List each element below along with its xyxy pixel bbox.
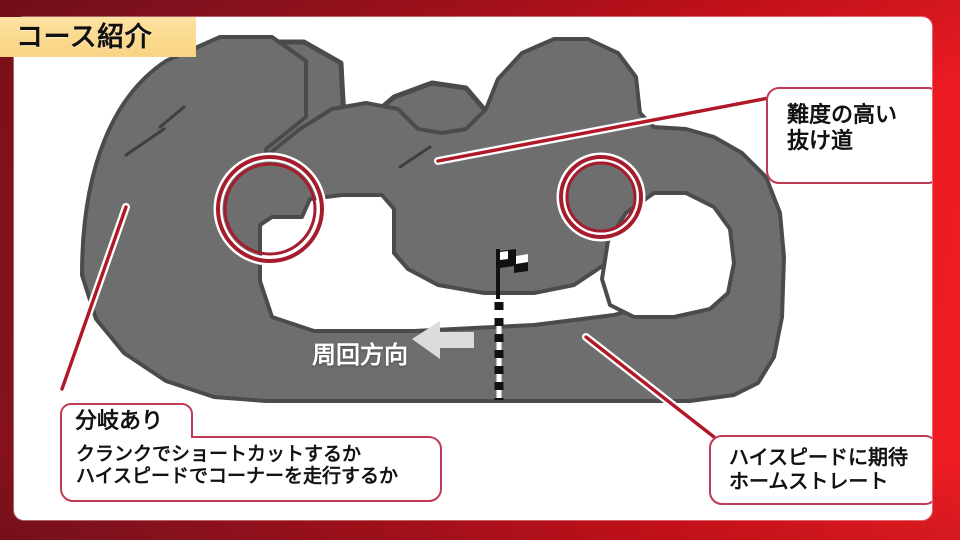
- content-panel: 周回方向 難度の高い 抜け道 ハイスピードに期待 ホームストレート クランクでシ…: [14, 17, 932, 520]
- arrow-left-icon: [412, 321, 474, 359]
- page-title: コース紹介: [16, 21, 153, 53]
- callout-branch-body[interactable]: クランクでショートカットするか ハイスピードでコーナーを走行するか: [60, 436, 442, 502]
- escape-road-line: [398, 145, 432, 169]
- callout-branch-tab[interactable]: 分岐あり: [60, 403, 193, 438]
- callout-home-straight[interactable]: ハイスピードに期待 ホームストレート: [709, 435, 932, 505]
- callout-hard-route-line1: 難度の高い: [787, 103, 898, 128]
- checkered-flag-icon: [496, 249, 528, 299]
- leader-line-branch: [58, 203, 130, 393]
- callout-branch-merge: [62, 434, 191, 440]
- callout-home-straight-line1: ハイスピードに期待: [729, 445, 908, 469]
- shortcut-hairlines: [124, 105, 186, 157]
- leader-line-homestraight: [582, 333, 718, 441]
- callout-hard-route-line2: 抜け道: [787, 128, 854, 154]
- course-map: [58, 35, 786, 441]
- callout-home-straight-line2: ホームストレート: [729, 468, 889, 493]
- callout-branch-tab-label: 分岐あり: [75, 409, 164, 434]
- highlight-circle-escape-road[interactable]: [556, 152, 646, 242]
- callout-hard-route[interactable]: 難度の高い 抜け道: [766, 87, 932, 184]
- shortcut-line-left2: [124, 127, 166, 157]
- escape-road-hairline: [398, 145, 432, 169]
- shortcut-line-left: [158, 105, 186, 129]
- lap-direction-label: 周回方向: [312, 341, 408, 369]
- leader-line-hardroute: [434, 93, 778, 165]
- callout-branch-line1: クランクでショートカットするか: [76, 443, 362, 465]
- slide-title-banner: コース紹介: [0, 17, 196, 57]
- highlight-circle-branch[interactable]: [213, 152, 327, 266]
- callout-branch-line2: ハイスピードでコーナーを走行するか: [76, 465, 399, 488]
